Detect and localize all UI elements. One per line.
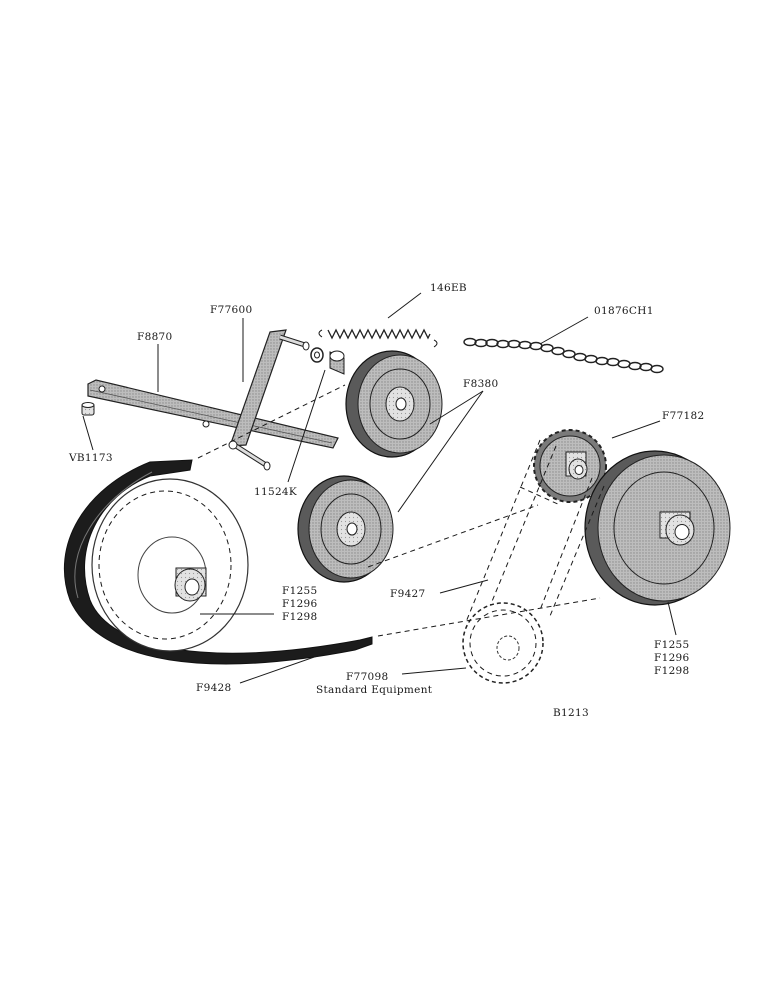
label-left-pulley-1: F1255 (282, 585, 318, 597)
label-chain-links: 01876CH1 (594, 305, 654, 317)
label-upper-sprocket: F77182 (662, 410, 705, 422)
spacer-part (310, 347, 345, 375)
label-spacer: 11524K (254, 486, 297, 498)
bar-part (87, 379, 339, 449)
left-pulley-part (91, 478, 249, 652)
spring-part (318, 328, 438, 348)
label-idler-pulleys: F8380 (463, 378, 499, 390)
lower-idler-pulley-part (297, 475, 394, 583)
label-set-screw: VB1173 (68, 452, 113, 464)
chain-links-part (463, 337, 664, 374)
leader-lines (82, 292, 677, 684)
part-labels: 146EB F77600 01876CH1 F8870 F8380 F77182… (68, 282, 705, 719)
lever-part (228, 329, 310, 471)
label-left-pulley-2: F1296 (282, 598, 318, 610)
label-spring: 146EB (430, 282, 467, 294)
upper-idler-pulley-part (345, 350, 443, 458)
label-belt: F9428 (196, 682, 232, 694)
label-left-pulley-3: F1298 (282, 611, 318, 623)
set-screw-part (81, 402, 95, 416)
figure-code: B1213 (553, 707, 589, 719)
label-right-pulley-3: F1298 (654, 665, 690, 677)
label-right-pulley-1: F1255 (654, 639, 690, 651)
alignment-lines (197, 384, 601, 637)
upper-sprocket-part (533, 429, 607, 503)
label-lever: F77600 (210, 304, 253, 316)
label-bar: F8870 (137, 331, 173, 343)
belt-part (63, 459, 373, 665)
label-right-pulley-2: F1296 (654, 652, 690, 664)
label-lower-sprocket: F77098 (346, 671, 389, 683)
label-chain: F9427 (390, 588, 426, 600)
chain-part (465, 439, 605, 629)
label-standard-equipment: Standard Equipment (316, 684, 433, 696)
lower-sprocket-part (462, 602, 544, 684)
right-pulley-part (584, 450, 731, 606)
